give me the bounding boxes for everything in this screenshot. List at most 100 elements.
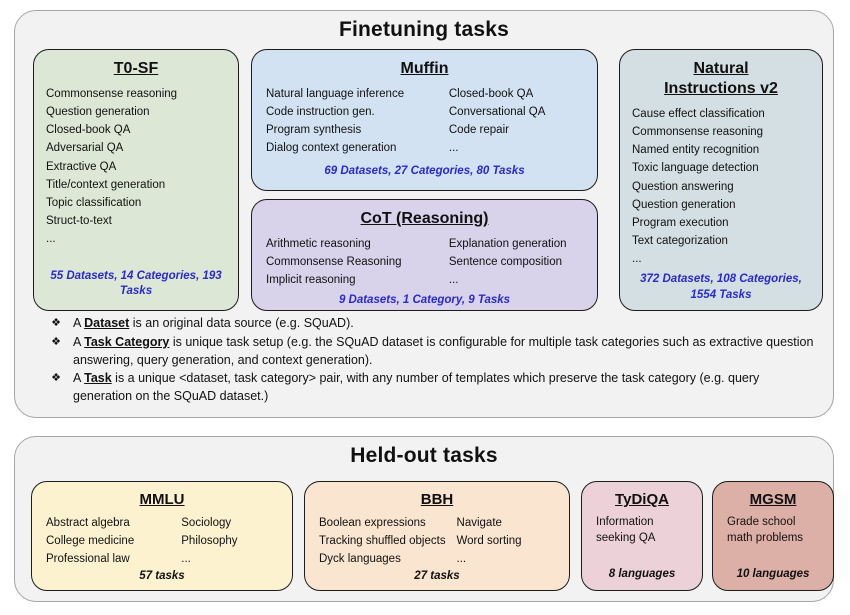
task-item: Abstract algebra bbox=[46, 516, 130, 529]
note-term: Dataset bbox=[84, 316, 130, 330]
task-item: Title/context generation bbox=[46, 178, 166, 191]
natural-instructions-v2-box: Natural Instructions v2 Cause effect cla… bbox=[619, 49, 823, 311]
task-item: Dialog context generation bbox=[266, 142, 397, 155]
cot-task-list-left: Arithmetic reasoning Commonsense Reasoni… bbox=[264, 235, 447, 289]
note-term: Task bbox=[84, 371, 112, 386]
task-item: Tracking shuffled objects bbox=[319, 534, 446, 547]
diamond-bullet-icon: ❖ bbox=[51, 317, 61, 329]
task-item: Code instruction gen. bbox=[266, 106, 375, 119]
note-dataset: ❖ A Dataset is an original data source (… bbox=[39, 315, 821, 333]
muffin-box: Muffin Natural language inference Code i… bbox=[251, 49, 598, 191]
mmlu-stats: 57 tasks bbox=[139, 570, 185, 583]
tydiqa-box: TyDiQA Information seeking QA 8 language… bbox=[581, 481, 703, 591]
mmlu-title: MMLU bbox=[139, 491, 185, 508]
mmlu-task-columns: Abstract algebra College medicine Profes… bbox=[42, 514, 282, 568]
bbh-task-list-right: Navigate Word sorting ... bbox=[455, 514, 559, 568]
niv2-stats: 372 Datasets, 108 Categories, 1554 Tasks bbox=[640, 273, 802, 301]
muffin-task-columns: Natural language inference Code instruct… bbox=[262, 85, 587, 158]
task-item: Program synthesis bbox=[266, 124, 362, 137]
task-item: Commonsense reasoning bbox=[632, 126, 764, 139]
task-item: Toxic language detection bbox=[632, 162, 759, 175]
task-item: ... bbox=[448, 142, 459, 155]
mgsm-stats: 10 languages bbox=[736, 568, 810, 580]
task-item: Question answering bbox=[632, 180, 734, 193]
task-item: Program execution bbox=[632, 216, 729, 229]
note-text: A Dataset is an original data source (e.… bbox=[73, 316, 354, 330]
task-item: Explanation generation bbox=[448, 238, 567, 250]
muffin-stats: 69 Datasets, 27 Categories, 80 Tasks bbox=[324, 165, 525, 178]
task-item: Closed-book QA bbox=[46, 124, 131, 137]
note-term: Task Category bbox=[84, 334, 170, 349]
note-text: A Task is a unique <dataset, task catego… bbox=[73, 371, 760, 403]
mgsm-description: Grade school math problems bbox=[727, 515, 804, 544]
bbh-task-columns: Boolean expressions Tracking shuffled ob… bbox=[315, 514, 559, 568]
task-item: Arithmetic reasoning bbox=[266, 238, 371, 250]
task-item: Conversational QA bbox=[448, 106, 546, 119]
task-item: Sociology bbox=[181, 516, 232, 529]
task-item: Sentence composition bbox=[448, 256, 563, 269]
diamond-bullet-icon: ❖ bbox=[51, 335, 61, 348]
niv2-task-list: Cause effect classification Commonsense … bbox=[630, 105, 812, 268]
task-item: Word sorting bbox=[456, 534, 522, 547]
heldout-panel-title: Held-out tasks bbox=[350, 444, 498, 467]
task-item: Commonsense Reasoning bbox=[266, 256, 402, 269]
task-item: Question generation bbox=[632, 198, 736, 211]
task-item: Navigate bbox=[456, 516, 502, 529]
cot-task-columns: Arithmetic reasoning Commonsense Reasoni… bbox=[262, 235, 587, 289]
task-item: Code repair bbox=[448, 124, 509, 137]
t0sf-title: T0-SF bbox=[113, 60, 159, 77]
diamond-bullet-icon: ❖ bbox=[51, 372, 61, 385]
bbh-title: BBH bbox=[420, 491, 454, 508]
finetuning-panel-title: Finetuning tasks bbox=[338, 18, 510, 41]
task-item: Natural language inference bbox=[266, 88, 405, 100]
task-item: Implicit reasoning bbox=[266, 274, 356, 287]
finetuning-tasks-panel: Finetuning tasks T0-SF Commonsense reaso… bbox=[14, 10, 834, 418]
muffin-task-list-right: Closed-book QA Conversational QA Code re… bbox=[447, 85, 587, 158]
t0sf-box: T0-SF Commonsense reasoning Question gen… bbox=[33, 49, 239, 311]
cot-box: CoT (Reasoning) Arithmetic reasoning Com… bbox=[251, 199, 598, 311]
task-item: College medicine bbox=[46, 534, 135, 547]
task-item: Struct-to-text bbox=[46, 215, 112, 228]
task-item: ... bbox=[181, 553, 191, 566]
task-item: Closed-book QA bbox=[448, 88, 534, 100]
cot-title: CoT (Reasoning) bbox=[360, 210, 489, 227]
task-item: ... bbox=[632, 253, 642, 266]
t0sf-task-list: Commonsense reasoning Question generatio… bbox=[44, 85, 228, 248]
task-item: Dyck languages bbox=[319, 553, 401, 566]
task-item: Cause effect classification bbox=[632, 108, 765, 120]
muffin-title: Muffin bbox=[400, 60, 449, 77]
mmlu-task-list-left: Abstract algebra College medicine Profes… bbox=[44, 514, 179, 568]
tydiqa-title: TyDiQA bbox=[615, 491, 669, 508]
bbh-stats: 27 tasks bbox=[414, 570, 460, 583]
task-item: Text categorization bbox=[632, 235, 728, 248]
task-item: Professional law bbox=[46, 553, 130, 566]
task-item: ... bbox=[46, 233, 56, 246]
definitions-notes: ❖ A Dataset is an original data source (… bbox=[39, 315, 821, 407]
task-item: Boolean expressions bbox=[319, 516, 426, 529]
task-item: Question generation bbox=[46, 106, 150, 119]
held-out-tasks-panel: Held-out tasks MMLU Abstract algebra Col… bbox=[14, 436, 834, 602]
mmlu-box: MMLU Abstract algebra College medicine P… bbox=[31, 481, 293, 591]
task-item: Adversarial QA bbox=[46, 142, 124, 155]
mgsm-title: MGSM bbox=[749, 491, 797, 508]
tydiqa-description: Information seeking QA bbox=[596, 515, 656, 544]
task-item: Topic classification bbox=[46, 196, 142, 209]
task-item: ... bbox=[456, 553, 467, 566]
task-item: ... bbox=[448, 274, 459, 287]
note-task: ❖ A Task is a unique <dataset, task cate… bbox=[39, 370, 821, 406]
task-item: Philosophy bbox=[181, 534, 238, 547]
tydiqa-stats: 8 languages bbox=[608, 568, 676, 580]
task-item: Named entity recognition bbox=[632, 144, 760, 157]
mmlu-task-list-right: Sociology Philosophy ... bbox=[179, 514, 282, 568]
muffin-task-list-left: Natural language inference Code instruct… bbox=[264, 85, 447, 158]
task-item: Commonsense reasoning bbox=[46, 88, 178, 100]
cot-stats: 9 Datasets, 1 Category, 9 Tasks bbox=[338, 294, 511, 307]
cot-task-list-right: Explanation generation Sentence composit… bbox=[447, 235, 587, 289]
mgsm-box: MGSM Grade school math problems 10 langu… bbox=[712, 481, 834, 591]
t0sf-stats: 55 Datasets, 14 Categories, 193 Tasks bbox=[50, 269, 222, 298]
bbh-box: BBH Boolean expressions Tracking shuffle… bbox=[304, 481, 570, 591]
note-task-category: ❖ A Task Category is unique task setup (… bbox=[39, 334, 821, 370]
task-item: Extractive QA bbox=[46, 160, 117, 173]
note-text: A Task Category is unique task setup (e.… bbox=[73, 334, 814, 367]
niv2-title: Natural Instructions v2 bbox=[664, 60, 778, 97]
